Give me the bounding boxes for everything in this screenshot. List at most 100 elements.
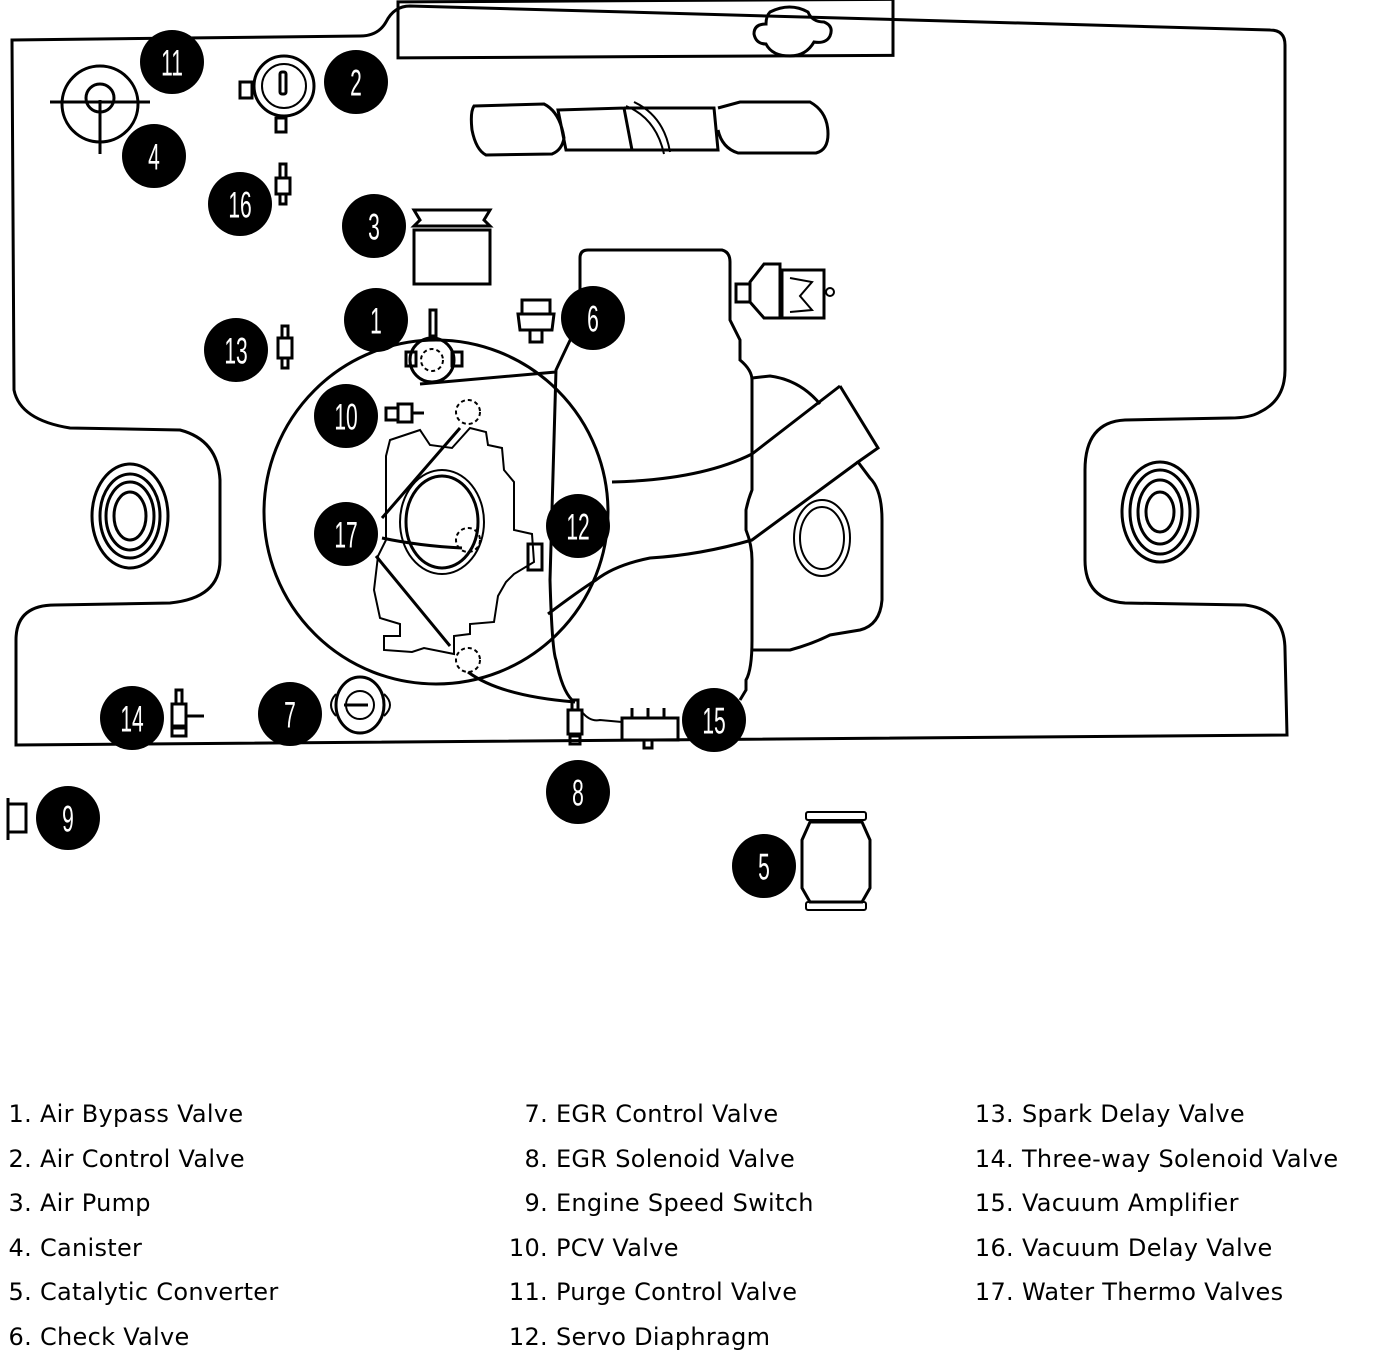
intake-manifold [751, 374, 884, 652]
legend-item: 2. Air Control Valve [8, 1144, 245, 1173]
callout-number: 1 [370, 300, 382, 342]
pcv-valve-icon [384, 402, 424, 424]
legend-item: 17. Water Thermo Valves [974, 1278, 1284, 1307]
callout-number: 17 [334, 514, 357, 556]
legend-item: 8. EGR Solenoid Valve [524, 1144, 796, 1173]
callout-badge [204, 318, 268, 382]
vacuum-delay-valve-icon [274, 162, 292, 206]
thermo-valve-hoses [374, 427, 576, 704]
legend-item: 3. Air Pump [8, 1189, 151, 1218]
callout-number: 5 [758, 846, 770, 888]
callout-badge [314, 502, 378, 566]
legend-item: 15. Vacuum Amplifier [974, 1189, 1239, 1218]
legend-item: 12. Servo Diaphragm [508, 1322, 771, 1351]
carburetor-throat [404, 474, 480, 570]
legend-item: 11. Purge Control Valve [508, 1278, 798, 1307]
callout-badge [100, 686, 164, 750]
callout-number: 15 [702, 700, 725, 742]
legend-item: 1. Air Bypass Valve [8, 1100, 244, 1128]
callout-badge [140, 30, 204, 94]
legend: 1. Air Bypass Valve 2. Air Control Valve… [0, 1092, 1376, 1351]
legend-item: 14. Three-way Solenoid Valve [974, 1144, 1339, 1173]
radiator-panel [396, 0, 895, 60]
callout-15: 15 [682, 688, 746, 752]
callout-17: 17 [314, 502, 378, 566]
callout-16: 16 [208, 172, 272, 236]
callout-number: 10 [334, 396, 357, 438]
callout-10: 10 [314, 384, 378, 448]
callout-badge [324, 50, 388, 114]
callout-6: 6 [561, 286, 625, 350]
hose-clamp [625, 101, 671, 155]
engine-speed-switch-icon [6, 798, 28, 840]
egr-control-valve-icon [330, 675, 391, 735]
radiator-cap [752, 5, 833, 58]
left-strut-tower [90, 462, 170, 570]
callout-1: 1 [344, 288, 408, 352]
callout-number: 11 [161, 42, 183, 84]
callout-badge [258, 682, 322, 746]
air-pump-icon [410, 208, 494, 286]
legend-item: 9. Engine Speed Switch [524, 1189, 814, 1218]
right-strut-tower [1120, 460, 1200, 564]
legend-item: 6. Check Valve [8, 1322, 190, 1351]
callout-badge [122, 124, 186, 188]
water-thermo-valves [455, 399, 481, 673]
callout-9: 9 [36, 786, 100, 850]
egr-solenoid-valve-icon [566, 698, 584, 746]
callout-number: 7 [284, 694, 296, 736]
legend-item: 16. Vacuum Delay Valve [974, 1233, 1273, 1262]
callout-badge [344, 288, 408, 352]
callout-13: 13 [204, 318, 268, 382]
callout-11: 11 [140, 30, 204, 94]
distributor-icon [734, 262, 835, 320]
callout-number: 2 [350, 62, 362, 104]
vacuum-amplifier-icon [581, 708, 680, 750]
callout-number: 8 [572, 772, 584, 814]
legend-item: 10. PCV Valve [508, 1233, 679, 1262]
callout-4: 4 [122, 124, 186, 188]
callout-number: 13 [224, 330, 247, 372]
callout-number: 14 [120, 698, 143, 740]
callout-badge [561, 286, 625, 350]
callout-number: 6 [587, 298, 599, 340]
callout-8: 8 [546, 760, 610, 824]
manifold-runner [419, 370, 859, 616]
air-duct [469, 100, 830, 157]
callout-badge [732, 834, 796, 898]
three-way-solenoid-icon [170, 688, 204, 738]
servo-diaphragm-icon [526, 542, 544, 572]
callout-number: 9 [62, 798, 74, 840]
callout-5: 5 [732, 834, 796, 898]
callout-3: 3 [342, 194, 406, 258]
legend-item: 13. Spark Delay Valve [974, 1100, 1245, 1128]
catalytic-converter-icon [800, 811, 872, 911]
legend-column-3: 13. Spark Delay Valve 14. Three-way Sole… [966, 1092, 1338, 1315]
legend-item: 4. Canister [8, 1233, 143, 1262]
legend-column-2: 7. EGR Control Valve 8. EGR Solenoid Val… [500, 1092, 814, 1360]
oil-filler [793, 499, 851, 577]
callout-number: 4 [148, 136, 160, 178]
air-bypass-valve-icon [404, 308, 464, 384]
callout-badge [342, 194, 406, 258]
callout-badge [546, 494, 610, 558]
callout-badge [36, 786, 100, 850]
callout-number: 3 [368, 206, 380, 248]
compartment-outline [10, 4, 1289, 747]
spark-delay-valve-icon [276, 324, 294, 370]
callout-badge [682, 688, 746, 752]
canister-icon [50, 64, 150, 154]
check-valve-icon [516, 298, 556, 344]
engine-circle [262, 338, 610, 686]
oil-filler-inner [799, 506, 845, 570]
callout-number: 12 [566, 506, 589, 548]
callout-badge [208, 172, 272, 236]
callout-number: 16 [228, 184, 251, 226]
callout-badge [546, 760, 610, 824]
legend-item: 5. Catalytic Converter [8, 1278, 279, 1307]
callout-14: 14 [100, 686, 164, 750]
legend-item: 7. EGR Control Valve [524, 1100, 779, 1128]
legend-column-1: 1. Air Bypass Valve 2. Air Control Valve… [4, 1092, 279, 1360]
